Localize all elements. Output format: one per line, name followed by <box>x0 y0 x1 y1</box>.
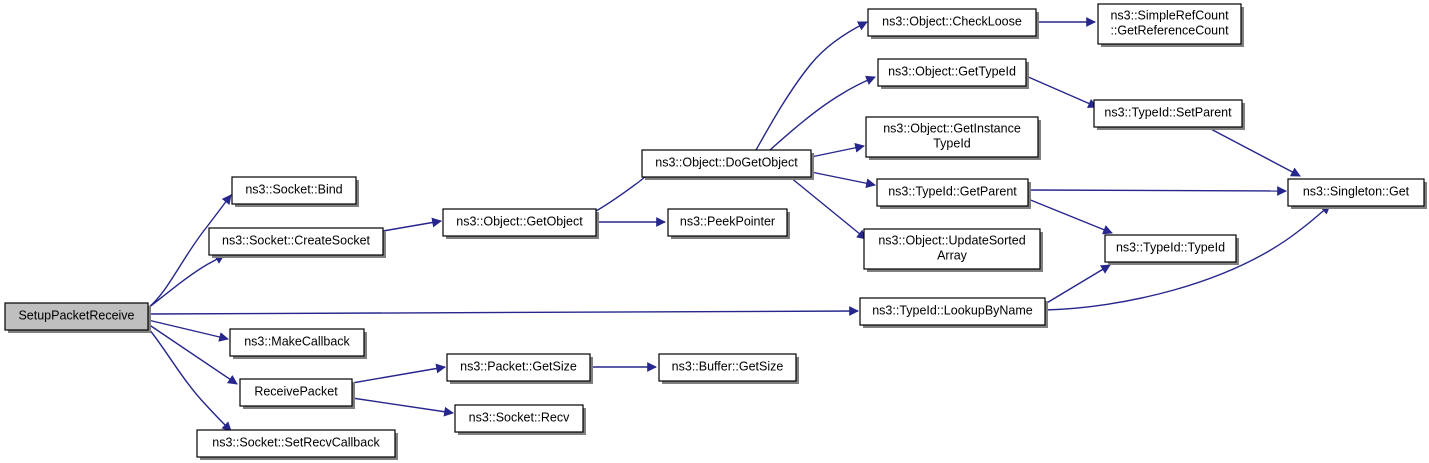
node-label: ns3::TypeId::SetParent <box>1104 106 1232 120</box>
node-packetsize[interactable]: ns3::Packet::GetSize <box>446 353 593 384</box>
node-makecallback[interactable]: ns3::MakeCallback <box>229 328 367 359</box>
edge-createsocket-to-getobject <box>382 217 442 232</box>
node-buffersize[interactable]: ns3::Buffer::GetSize <box>658 353 799 384</box>
edge-setup-to-setrecvcb <box>147 327 232 432</box>
edge-setup-to-makecallback <box>147 319 229 342</box>
node-box[interactable] <box>208 227 384 256</box>
edge-dogetobject-to-updatesorted <box>789 176 867 240</box>
node-label: ns3::MakeCallback <box>244 335 350 349</box>
node-box[interactable] <box>239 378 353 407</box>
node-box[interactable] <box>1287 178 1425 207</box>
node-box[interactable] <box>446 353 591 382</box>
node-box[interactable] <box>442 208 597 237</box>
edge-dogetobject-to-getparent <box>810 171 876 189</box>
node-createsocket[interactable]: ns3::Socket::CreateSocket <box>208 227 386 258</box>
edge-setup-to-bind <box>147 194 232 309</box>
node-setrecvcb[interactable]: ns3::Socket::SetRecvCallback <box>196 429 398 460</box>
edge-dogetobject-to-gettypeid <box>769 75 876 151</box>
node-typeidtypeid[interactable]: ns3::TypeId::TypeId <box>1104 234 1239 265</box>
node-box[interactable] <box>859 297 1046 326</box>
node-label: ns3::Socket::Recv <box>469 411 570 425</box>
node-dogetobject[interactable]: ns3::Object::DoGetObject <box>641 149 814 180</box>
node-box[interactable] <box>641 149 812 178</box>
node-label: ns3::Packet::GetSize <box>460 360 577 374</box>
node-box[interactable] <box>863 228 1041 270</box>
node-box[interactable] <box>454 404 584 433</box>
node-label: ns3::Socket::Bind <box>245 183 342 197</box>
node-getparent[interactable]: ns3::TypeId::GetParent <box>876 178 1031 209</box>
edge-setup-to-receivepacket <box>147 323 238 385</box>
node-box[interactable] <box>1093 99 1243 128</box>
node-label: ns3::Buffer::GetSize <box>672 360 784 374</box>
node-label: ns3::SimpleRefCount::GetReferenceCount <box>1110 9 1229 38</box>
node-box[interactable] <box>4 302 149 331</box>
node-label: ns3::Object::GetTypeId <box>888 65 1016 79</box>
node-setparent[interactable]: ns3::TypeId::SetParent <box>1093 99 1245 130</box>
node-checkloose[interactable]: ns3::Object::CheckLoose <box>867 8 1039 39</box>
edge-lookupbyname-to-singletonget <box>1044 204 1331 311</box>
node-label: ns3::TypeId::LookupByName <box>872 304 1033 318</box>
edge-setup-to-lookupbyname <box>147 306 859 316</box>
node-box[interactable] <box>1104 234 1237 263</box>
node-box[interactable] <box>867 8 1037 37</box>
node-lookupbyname[interactable]: ns3::TypeId::LookupByName <box>859 297 1048 328</box>
node-label: ns3::TypeId::TypeId <box>1116 241 1225 255</box>
edge-dogetobject-to-getinstance <box>810 142 865 158</box>
node-label: ns3::Socket::SetRecvCallback <box>212 436 380 450</box>
node-peekpointer[interactable]: ns3::PeekPointer <box>667 208 790 239</box>
edge-setup-to-createsocket <box>147 254 225 309</box>
edge-getparent-to-typeidtypeid <box>1027 198 1113 235</box>
node-label: ns3::Socket::CreateSocket <box>222 234 371 248</box>
node-box[interactable] <box>196 429 396 458</box>
node-getobject[interactable]: ns3::Object::GetObject <box>442 208 599 239</box>
node-box[interactable] <box>229 328 365 357</box>
node-label: ReceivePacket <box>254 385 338 399</box>
edge-dogetobject-to-checkloose <box>755 21 868 151</box>
edge-receivepacket-to-packetsize <box>351 363 446 384</box>
node-label: ns3::Object::CheckLoose <box>882 15 1022 29</box>
nodes-layer: SetupPacketReceivens3::Socket::Bindns3::… <box>4 3 1427 460</box>
node-label: SetupPacketReceive <box>18 309 134 323</box>
node-label: ns3::Singleton::Get <box>1303 185 1410 199</box>
node-receivepacket[interactable]: ReceivePacket <box>239 378 355 409</box>
edge-setparent-to-singletonget <box>1206 126 1301 177</box>
node-box[interactable] <box>877 58 1027 87</box>
node-box[interactable] <box>658 353 797 382</box>
node-gettypeid[interactable]: ns3::Object::GetTypeId <box>877 58 1029 89</box>
node-box[interactable] <box>231 176 357 205</box>
node-label: ns3::Object::GetObject <box>456 215 583 229</box>
node-setup[interactable]: SetupPacketReceive <box>4 302 151 333</box>
node-simplerefcount[interactable]: ns3::SimpleRefCount::GetReferenceCount <box>1097 3 1244 47</box>
edges-layer <box>147 17 1331 432</box>
node-box[interactable] <box>865 116 1039 158</box>
edge-receivepacket-to-socketrecv <box>351 397 454 417</box>
node-box[interactable] <box>667 208 788 237</box>
edge-lookupbyname-to-typeidtypeid <box>1044 264 1111 305</box>
edge-gettypeid-to-setparent <box>1025 75 1098 108</box>
edge-getparent-to-singletonget <box>1027 186 1287 196</box>
node-socketrecv[interactable]: ns3::Socket::Recv <box>454 404 586 435</box>
node-box[interactable] <box>876 178 1029 207</box>
node-label: ns3::TypeId::GetParent <box>888 185 1017 199</box>
node-bind[interactable]: ns3::Socket::Bind <box>231 176 359 207</box>
node-box[interactable] <box>1097 3 1242 45</box>
node-singletonget[interactable]: ns3::Singleton::Get <box>1287 178 1427 209</box>
node-label: ns3::Object::DoGetObject <box>655 156 798 170</box>
node-label: ns3::PeekPointer <box>680 215 775 229</box>
